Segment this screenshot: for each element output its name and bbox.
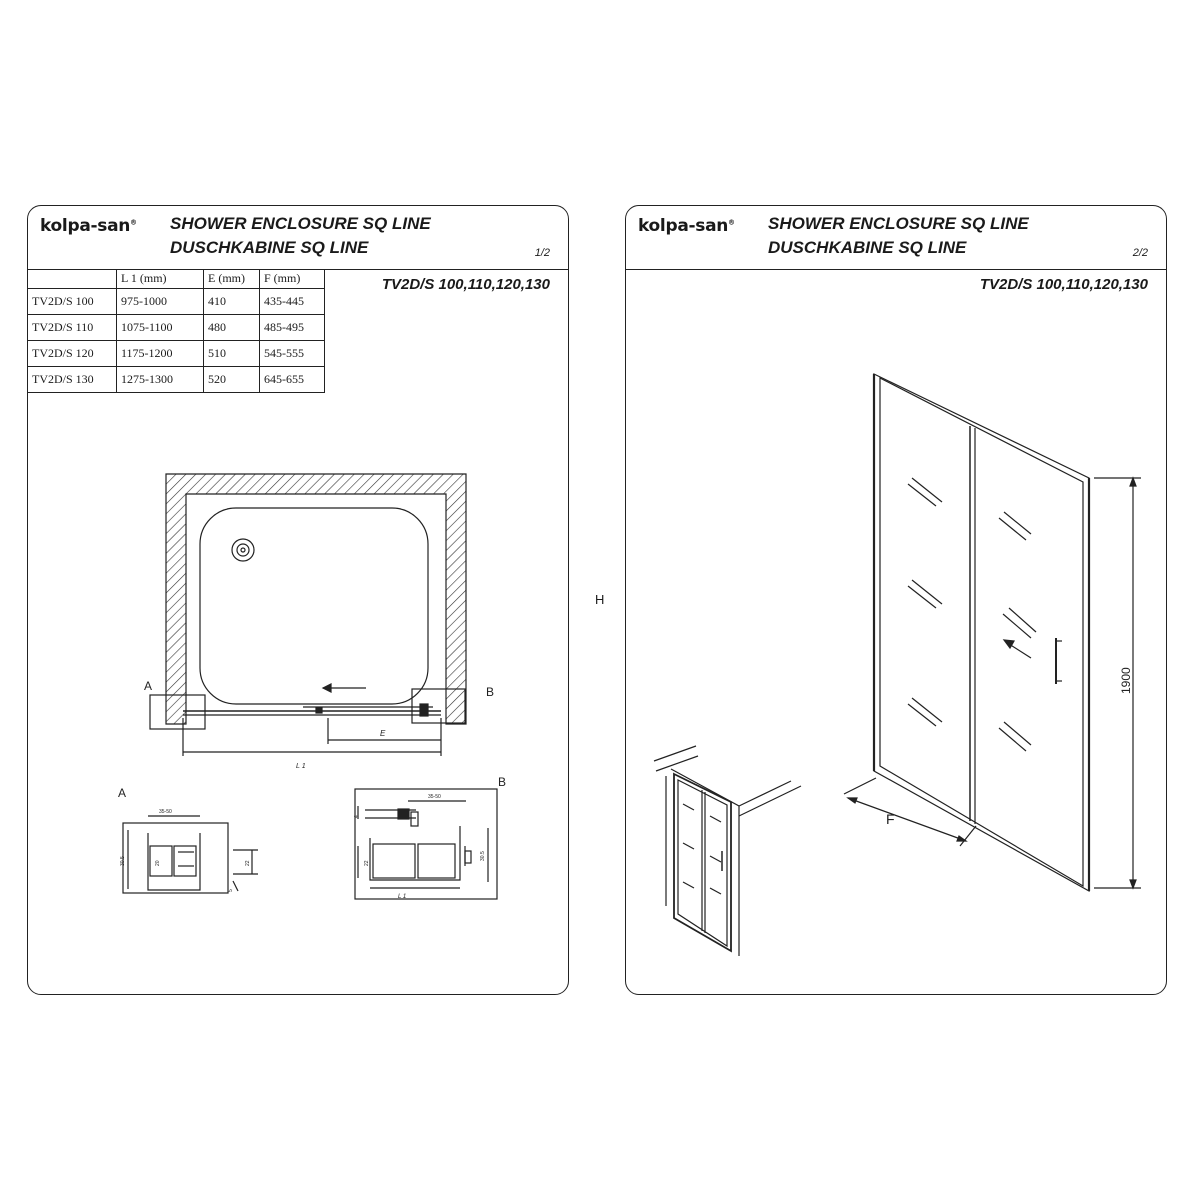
table-cell: 545-555 xyxy=(259,340,325,367)
table-row: TV2D/S 110 1075-1100 480 485-495 xyxy=(28,314,325,341)
dimension-table: L 1 (mm) E (mm) F (mm) TV2D/S 100 975-10… xyxy=(28,269,325,393)
installation-sketch xyxy=(653,745,802,956)
center-mark: H xyxy=(595,592,605,607)
model-range: TV2D/S 100,110,120,130 xyxy=(979,276,1148,293)
label-a: A xyxy=(144,679,152,693)
table-cell: 485-495 xyxy=(259,314,325,341)
detail-a-drawing xyxy=(122,815,258,894)
table-cell: TV2D/S 110 xyxy=(28,314,117,341)
door-handle xyxy=(1055,638,1062,684)
detail-b-dim-bottom: L 1 xyxy=(398,894,406,900)
table-cell: 645-655 xyxy=(259,366,325,393)
page-number: 1/2 xyxy=(534,247,550,259)
brand-logo: kolpa-san® xyxy=(638,216,735,236)
title-german: DUSCHKABINE SQ LINE xyxy=(170,238,369,257)
label-e: E xyxy=(380,729,386,738)
detail-b-marker-box xyxy=(411,688,466,724)
table-cell: 520 xyxy=(203,366,260,393)
detail-a-dim-inner: 20 xyxy=(155,860,161,866)
glass-reflection-marks xyxy=(907,477,1037,752)
drawing-sheet-1: kolpa-san® SHOWER ENCLOSURE SQ LINE DUSC… xyxy=(27,205,569,995)
table-cell: TV2D/S 100 xyxy=(28,288,117,315)
table-cell: TV2D/S 130 xyxy=(28,366,117,393)
label-l1: L 1 xyxy=(296,763,306,770)
brand-logo: kolpa-san® xyxy=(40,216,137,236)
detail-b-dim-top: 35-50 xyxy=(428,794,441,800)
table-cell: 1175-1200 xyxy=(116,340,204,367)
drain-icon xyxy=(231,538,255,562)
detail-b-label: B xyxy=(498,775,506,789)
shower-tray xyxy=(199,507,429,705)
table-cell: 410 xyxy=(203,288,260,315)
detail-b-drawing xyxy=(354,788,498,900)
title-english: SHOWER ENCLOSURE SQ LINE xyxy=(170,214,431,233)
plan-view-drawing: A B L 1 E A 35-50 30.5 20 22 5 B 35-50 2… xyxy=(118,473,506,900)
enclosure-frame xyxy=(872,373,1091,893)
table-cell: 435-445 xyxy=(259,288,325,315)
depth-label: F xyxy=(886,811,895,827)
title-english: SHOWER ENCLOSURE SQ LINE xyxy=(768,214,1029,233)
opening-arrow xyxy=(1008,643,1032,659)
detail-b-dim-small: 4 xyxy=(354,815,360,818)
depth-dimension-line xyxy=(847,797,967,842)
detail-a-label: A xyxy=(118,786,126,800)
detail-b-dim-side: 30.5 xyxy=(480,851,486,861)
table-header-cell: F (mm) xyxy=(259,269,325,289)
wall-hatching xyxy=(165,473,467,725)
label-b: B xyxy=(486,685,494,699)
detail-a-dim-bottom: 5 xyxy=(228,889,234,892)
table-cell: 1275-1300 xyxy=(116,366,204,393)
table-row: TV2D/S 100 975-1000 410 435-445 xyxy=(28,288,325,315)
table-row: TV2D/S 130 1275-1300 520 645-655 xyxy=(28,366,325,393)
table-cell: 1075-1100 xyxy=(116,314,204,341)
header-divider xyxy=(626,269,1166,270)
model-range: TV2D/S 100,110,120,130 xyxy=(381,276,550,293)
detail-a-dim-right: 22 xyxy=(245,860,251,866)
height-label: 1900 xyxy=(1119,667,1133,694)
detail-b-dim-left: 22 xyxy=(364,860,370,866)
table-header-row: L 1 (mm) E (mm) F (mm) xyxy=(28,269,325,289)
detail-a-marker-box xyxy=(149,694,206,730)
title-german: DUSCHKABINE SQ LINE xyxy=(768,238,967,257)
detail-a-dim-side: 30.5 xyxy=(120,856,126,866)
page-number: 2/2 xyxy=(1132,247,1148,259)
detail-a-dim-top: 35-50 xyxy=(159,809,172,815)
elevation-view-drawing: 1900 F xyxy=(653,373,1141,956)
drawing-sheet-2: kolpa-san® SHOWER ENCLOSURE SQ LINE DUSC… xyxy=(625,205,1167,995)
